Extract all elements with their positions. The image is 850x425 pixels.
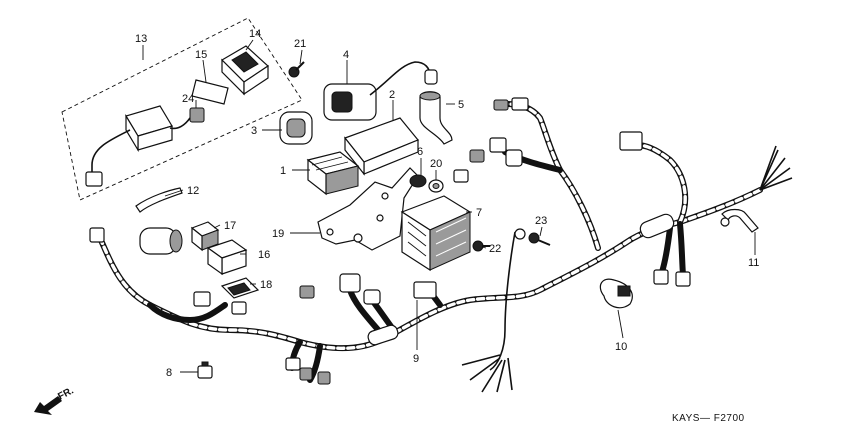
part-fuse-holder <box>220 277 260 299</box>
part-regulator-rectifier <box>400 195 472 272</box>
callout-1: 1 <box>280 165 286 177</box>
part-clip <box>197 361 213 379</box>
part-plug-cap <box>419 91 453 145</box>
callout-5: 5 <box>458 99 464 111</box>
callout-7: 7 <box>476 207 482 219</box>
callout-labels: 1 2 3 4 5 6 7 8 9 10 11 12 13 14 15 16 1… <box>135 28 759 379</box>
part-rubber-boot <box>279 111 313 145</box>
part-relay-17 <box>190 221 220 252</box>
part-cover <box>221 45 269 96</box>
callout-12: 12 <box>187 185 199 197</box>
part-fuse-block <box>306 151 360 196</box>
callout-21: 21 <box>294 38 306 50</box>
part-collar <box>428 179 444 193</box>
leader-lines <box>142 39 756 373</box>
part-clamp <box>720 208 759 233</box>
callout-2: 2 <box>389 89 395 101</box>
callout-11: 11 <box>748 257 759 269</box>
harness-sleeve-left <box>367 324 399 346</box>
drawing-code: KAYS— F2700 <box>672 413 745 424</box>
callout-9: 9 <box>413 353 419 365</box>
harness-connectors <box>89 97 691 385</box>
part-starter-relay <box>139 227 183 255</box>
part-kit-assembly <box>85 105 191 187</box>
callout-19: 19 <box>272 228 284 240</box>
callout-24: 24 <box>182 93 194 105</box>
direction-label: FR. <box>56 385 76 402</box>
part-strap <box>135 187 183 213</box>
callout-16: 16 <box>258 249 270 261</box>
front-direction-arrow: FR. <box>34 385 76 415</box>
part-bolt-22 <box>472 240 490 252</box>
callout-4: 4 <box>343 49 349 61</box>
callout-20: 20 <box>430 158 442 170</box>
callout-18: 18 <box>260 279 272 291</box>
callout-13: 13 <box>135 33 147 45</box>
part-grommet <box>409 174 427 188</box>
part-small-connector <box>189 107 205 123</box>
part-ignition-coil <box>323 61 438 121</box>
part-label <box>191 79 229 105</box>
callout-3: 3 <box>251 125 257 137</box>
part-cdi-unit <box>344 117 419 176</box>
callout-17: 17 <box>224 220 236 232</box>
callout-15: 15 <box>195 49 207 61</box>
callout-8: 8 <box>166 367 172 379</box>
part-bracket <box>317 167 419 251</box>
part-ring-terminal <box>514 228 526 240</box>
part-bolt-23 <box>528 232 551 246</box>
loose-wires <box>461 145 793 393</box>
part-relay-16 <box>206 239 248 276</box>
callout-10: 10 <box>615 341 627 353</box>
harness-sleeve-right <box>639 213 675 239</box>
callout-14: 14 <box>249 28 261 40</box>
callout-22: 22 <box>489 243 501 255</box>
part-bolt-21 <box>288 61 305 78</box>
callout-23: 23 <box>535 215 547 227</box>
part-band <box>599 278 633 309</box>
callout-6: 6 <box>417 146 423 158</box>
